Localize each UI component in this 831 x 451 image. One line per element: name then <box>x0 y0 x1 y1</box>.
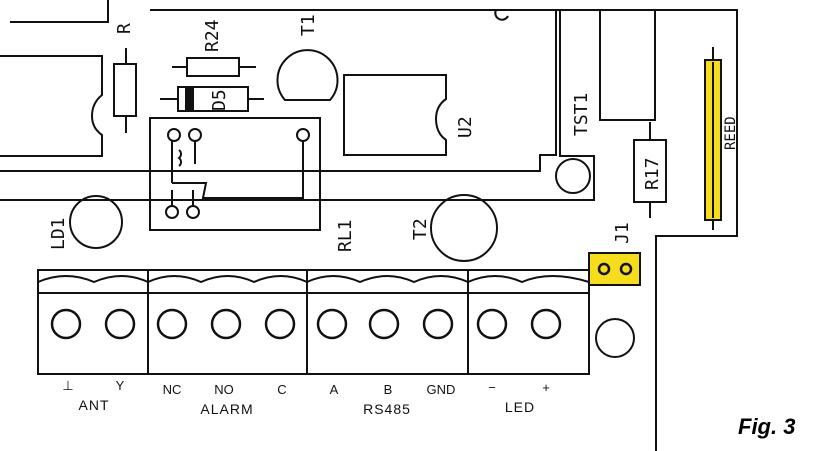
group-label-rs485: RS485 <box>363 401 411 417</box>
label-t1: T1 <box>298 14 319 36</box>
top-left-module-outline <box>10 0 109 23</box>
resistor-r24 <box>172 57 256 77</box>
group-label-alarm: ALARM <box>200 401 253 417</box>
label-u2: U2 <box>455 116 476 138</box>
pin-label-b: B <box>384 382 393 397</box>
label-r24: R24 <box>202 19 223 52</box>
relay-rl1 <box>149 117 321 231</box>
label-ld1: LD1 <box>48 217 69 250</box>
label-j1: J1 <box>612 222 633 244</box>
u2-outline <box>343 74 447 156</box>
pin-label-no: NO <box>214 382 234 397</box>
label-r-top: R <box>114 23 135 34</box>
figure-caption: Fig. 3 <box>738 414 796 439</box>
label-r17: R17 <box>642 157 663 190</box>
pin-label-a: A <box>330 382 339 397</box>
reed-switch <box>704 47 722 230</box>
pin-label-ant-gnd: ⊥ <box>62 378 73 393</box>
pin-label-c: C <box>277 382 286 397</box>
pin-label-gnd: GND <box>427 382 456 397</box>
label-rl1: RL1 <box>335 219 356 252</box>
pin-label-nc: NC <box>163 382 182 397</box>
left-module-outline <box>0 55 103 157</box>
label-t2: T2 <box>410 218 431 240</box>
terminal-holes <box>50 308 562 340</box>
label-reed: REED <box>723 116 739 150</box>
mount-hole <box>595 318 635 358</box>
pin-label-led-plus: + <box>542 380 550 395</box>
pin-label-led-minus: − <box>488 380 496 395</box>
label-d5: D5 <box>209 89 230 111</box>
board-outline <box>150 9 738 451</box>
resistor-r17 <box>633 122 667 218</box>
diode-d5 <box>160 86 264 112</box>
main-frame-outline <box>0 10 557 172</box>
transistor-t2-body <box>430 194 498 262</box>
resistor-r-top <box>113 48 137 133</box>
jumper-j1 <box>588 252 641 286</box>
group-label-led: LED <box>505 399 535 415</box>
tst1-body <box>599 9 656 121</box>
transistor-t1-body <box>276 49 339 101</box>
label-tst1: TST1 <box>571 93 592 136</box>
led-ld1-body <box>69 195 123 249</box>
group-label-ant: ANT <box>79 397 110 413</box>
terminal-block <box>37 269 590 375</box>
pin-label-ant-y: Y <box>116 378 125 393</box>
test-pad-large <box>555 158 591 194</box>
